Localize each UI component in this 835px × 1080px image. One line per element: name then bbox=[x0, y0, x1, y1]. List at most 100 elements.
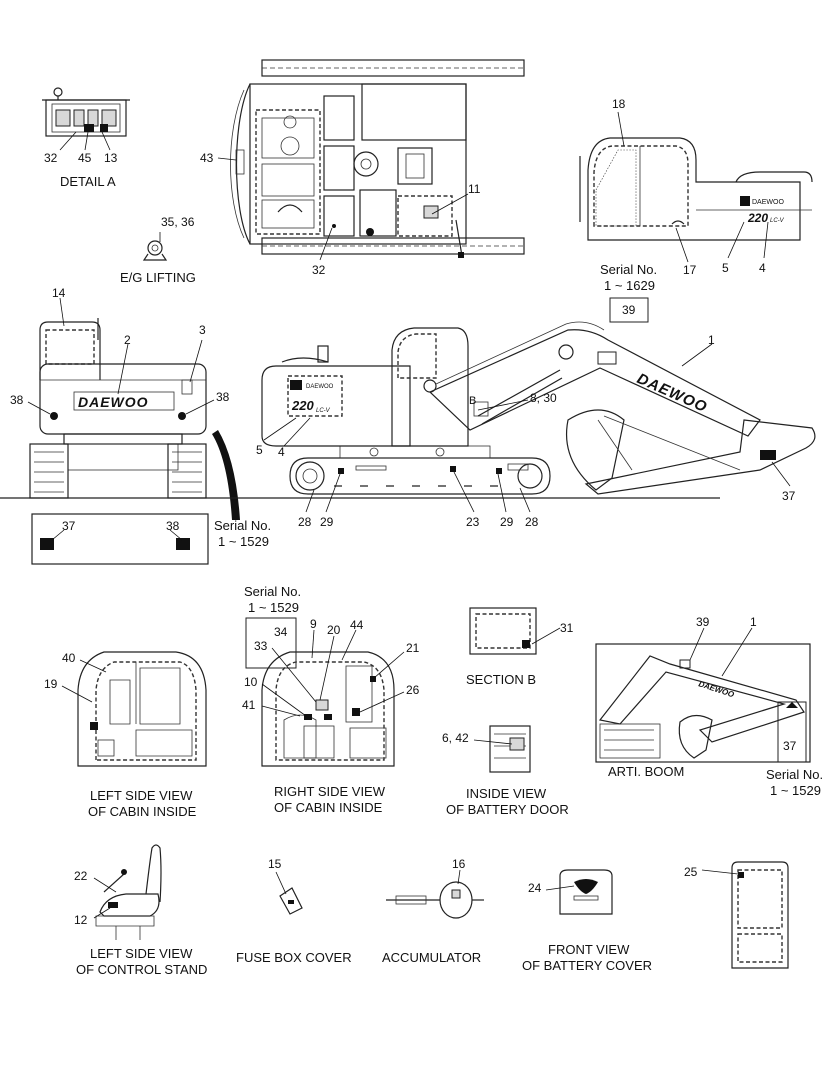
callout-13: 13 bbox=[104, 151, 118, 165]
decal-brand-side: DAEWOO bbox=[306, 384, 334, 390]
arti-boom-view: DAEWOO 37 39 1 ARTI. BOOM Serial No. 1 ~… bbox=[595, 615, 823, 798]
callout-15: 15 bbox=[268, 857, 282, 871]
callout-9: 9 bbox=[310, 617, 317, 631]
caption-eg-lifting: E/G LIFTING bbox=[120, 270, 196, 285]
callout-19: 19 bbox=[44, 677, 58, 691]
battery-cover-view: 24 FRONT VIEW OF BATTERY COVER bbox=[522, 869, 652, 973]
callout-32-top: 32 bbox=[312, 263, 326, 277]
callout-1-side: 1 bbox=[708, 333, 715, 347]
callout-5-upper: 5 bbox=[722, 261, 729, 275]
control-stand-view: 22 12 LEFT SIDE VIEW OF CONTROL STAND bbox=[74, 844, 207, 977]
serial-label-1529-a: Serial No. bbox=[214, 518, 271, 533]
callout-38-right: 38 bbox=[216, 390, 230, 404]
callout-6-42: 6, 42 bbox=[442, 731, 469, 745]
callout-37-cw: 37 bbox=[62, 519, 76, 533]
caption-battery-cover-2: OF BATTERY COVER bbox=[522, 958, 652, 973]
callout-44: 44 bbox=[350, 618, 364, 632]
caption-battery-cover-1: FRONT VIEW bbox=[548, 942, 630, 957]
caption-accumulator: ACCUMULATOR bbox=[382, 950, 481, 965]
serial-label-1629: Serial No. bbox=[600, 262, 657, 277]
callout-18: 18 bbox=[612, 97, 626, 111]
decal-brand-mini: DAEWOO bbox=[752, 199, 784, 206]
caption-control-stand-1: LEFT SIDE VIEW bbox=[90, 946, 193, 961]
caption-control-stand-2: OF CONTROL STAND bbox=[76, 962, 207, 977]
callout-26: 26 bbox=[406, 683, 420, 697]
counterweight-detail: 37 38 Serial No. 1 ~ 1529 bbox=[31, 513, 271, 565]
decal-daewoo-arti: DAEWOO bbox=[697, 679, 736, 699]
right-upper-view: DAEWOO 220 LC-V 18 17 5 4 bbox=[579, 97, 813, 277]
caption-right-cabin-1: RIGHT SIDE VIEW bbox=[274, 784, 386, 799]
fuse-box-cover-view: 15 FUSE BOX COVER bbox=[236, 857, 352, 965]
serial-range-1529-c: 1 ~ 1529 bbox=[770, 783, 821, 798]
callout-31: 31 bbox=[560, 621, 574, 635]
decal-daewoo-rear: DAEWOO bbox=[78, 394, 149, 410]
callout-5-side: 5 bbox=[256, 443, 263, 457]
serial-range-1629: 1 ~ 1629 bbox=[604, 278, 655, 293]
callout-21: 21 bbox=[406, 641, 420, 655]
callout-28-right: 28 bbox=[525, 515, 539, 529]
rear-view: DAEWOO 14 2 3 38 38 bbox=[10, 286, 240, 520]
callout-39-arti: 39 bbox=[696, 615, 710, 629]
caption-battery-door-2: OF BATTERY DOOR bbox=[446, 802, 569, 817]
callout-43: 43 bbox=[200, 151, 214, 165]
serial-note-1629: Serial No. 1 ~ 1629 39 bbox=[600, 262, 657, 323]
callout-4-side: 4 bbox=[278, 445, 285, 459]
callout-37-side: 37 bbox=[782, 489, 796, 503]
battery-door-view: 6, 42 INSIDE VIEW OF BATTERY DOOR bbox=[442, 725, 569, 817]
callout-29-left: 29 bbox=[320, 515, 334, 529]
decal-suffix-upper: LC-V bbox=[770, 218, 785, 224]
caption-fuse-box: FUSE BOX COVER bbox=[236, 950, 352, 965]
decal-model-side: 220 bbox=[291, 398, 314, 413]
callout-40: 40 bbox=[62, 651, 76, 665]
callout-14: 14 bbox=[52, 286, 66, 300]
callout-34: 34 bbox=[274, 625, 288, 639]
callout-24: 24 bbox=[528, 881, 542, 895]
callout-4-upper: 4 bbox=[759, 261, 766, 275]
callout-22: 22 bbox=[74, 869, 88, 883]
callout-45: 45 bbox=[78, 151, 92, 165]
right-cabin-inside-view: Serial No. 1 ~ 1529 34 33 9 20 44 21 26 … bbox=[242, 584, 420, 815]
serial-label-1529-b: Serial No. bbox=[244, 584, 301, 599]
callout-8-30: 8, 30 bbox=[530, 391, 557, 405]
top-plan-view: 43 11 32 bbox=[200, 59, 525, 277]
callout-23: 23 bbox=[466, 515, 480, 529]
callout-41: 41 bbox=[242, 698, 256, 712]
decal-model-upper: 220 bbox=[747, 211, 768, 225]
callout-38-left: 38 bbox=[10, 393, 24, 407]
eg-lifting-view: 35, 36 E/G LIFTING bbox=[120, 215, 196, 285]
callout-1-arti: 1 bbox=[750, 615, 757, 629]
left-cabin-inside-view: 40 19 LEFT SIDE VIEW OF CABIN INSIDE bbox=[44, 651, 207, 819]
door-panel-view: 25 bbox=[684, 861, 789, 969]
callout-20: 20 bbox=[327, 623, 341, 637]
callout-10: 10 bbox=[244, 675, 258, 689]
callout-33: 33 bbox=[254, 639, 268, 653]
caption-section-b: SECTION B bbox=[466, 672, 536, 687]
callout-32: 32 bbox=[44, 151, 58, 165]
caption-left-cabin-1: LEFT SIDE VIEW bbox=[90, 788, 193, 803]
decal-suffix-side: LC-V bbox=[316, 408, 331, 414]
serial-label-1529-c: Serial No. bbox=[766, 767, 823, 782]
callout-28-left: 28 bbox=[298, 515, 312, 529]
callout-17: 17 bbox=[683, 263, 697, 277]
decal-daewoo-boom: DAEWOO bbox=[634, 370, 710, 416]
caption-battery-door-1: INSIDE VIEW bbox=[466, 786, 547, 801]
caption-detail-a: DETAIL A bbox=[60, 174, 116, 189]
callout-35-36: 35, 36 bbox=[161, 215, 195, 229]
callout-38-cw: 38 bbox=[166, 519, 180, 533]
callout-2: 2 bbox=[124, 333, 131, 347]
callout-3: 3 bbox=[199, 323, 206, 337]
caption-right-cabin-2: OF CABIN INSIDE bbox=[274, 800, 383, 815]
callout-12: 12 bbox=[74, 913, 88, 927]
callout-37-arti: 37 bbox=[783, 739, 797, 753]
callout-29-right: 29 bbox=[500, 515, 514, 529]
accumulator-view: 16 ACCUMULATOR bbox=[382, 857, 484, 965]
serial-range-1529-b: 1 ~ 1529 bbox=[248, 600, 299, 615]
caption-arti-boom: ARTI. BOOM bbox=[608, 764, 684, 779]
section-mark-b: B bbox=[469, 395, 476, 407]
callout-39-box: 39 bbox=[622, 303, 636, 317]
callout-16: 16 bbox=[452, 857, 466, 871]
section-b-view: 31 SECTION B bbox=[466, 607, 574, 687]
caption-left-cabin-2: OF CABIN INSIDE bbox=[88, 804, 197, 819]
